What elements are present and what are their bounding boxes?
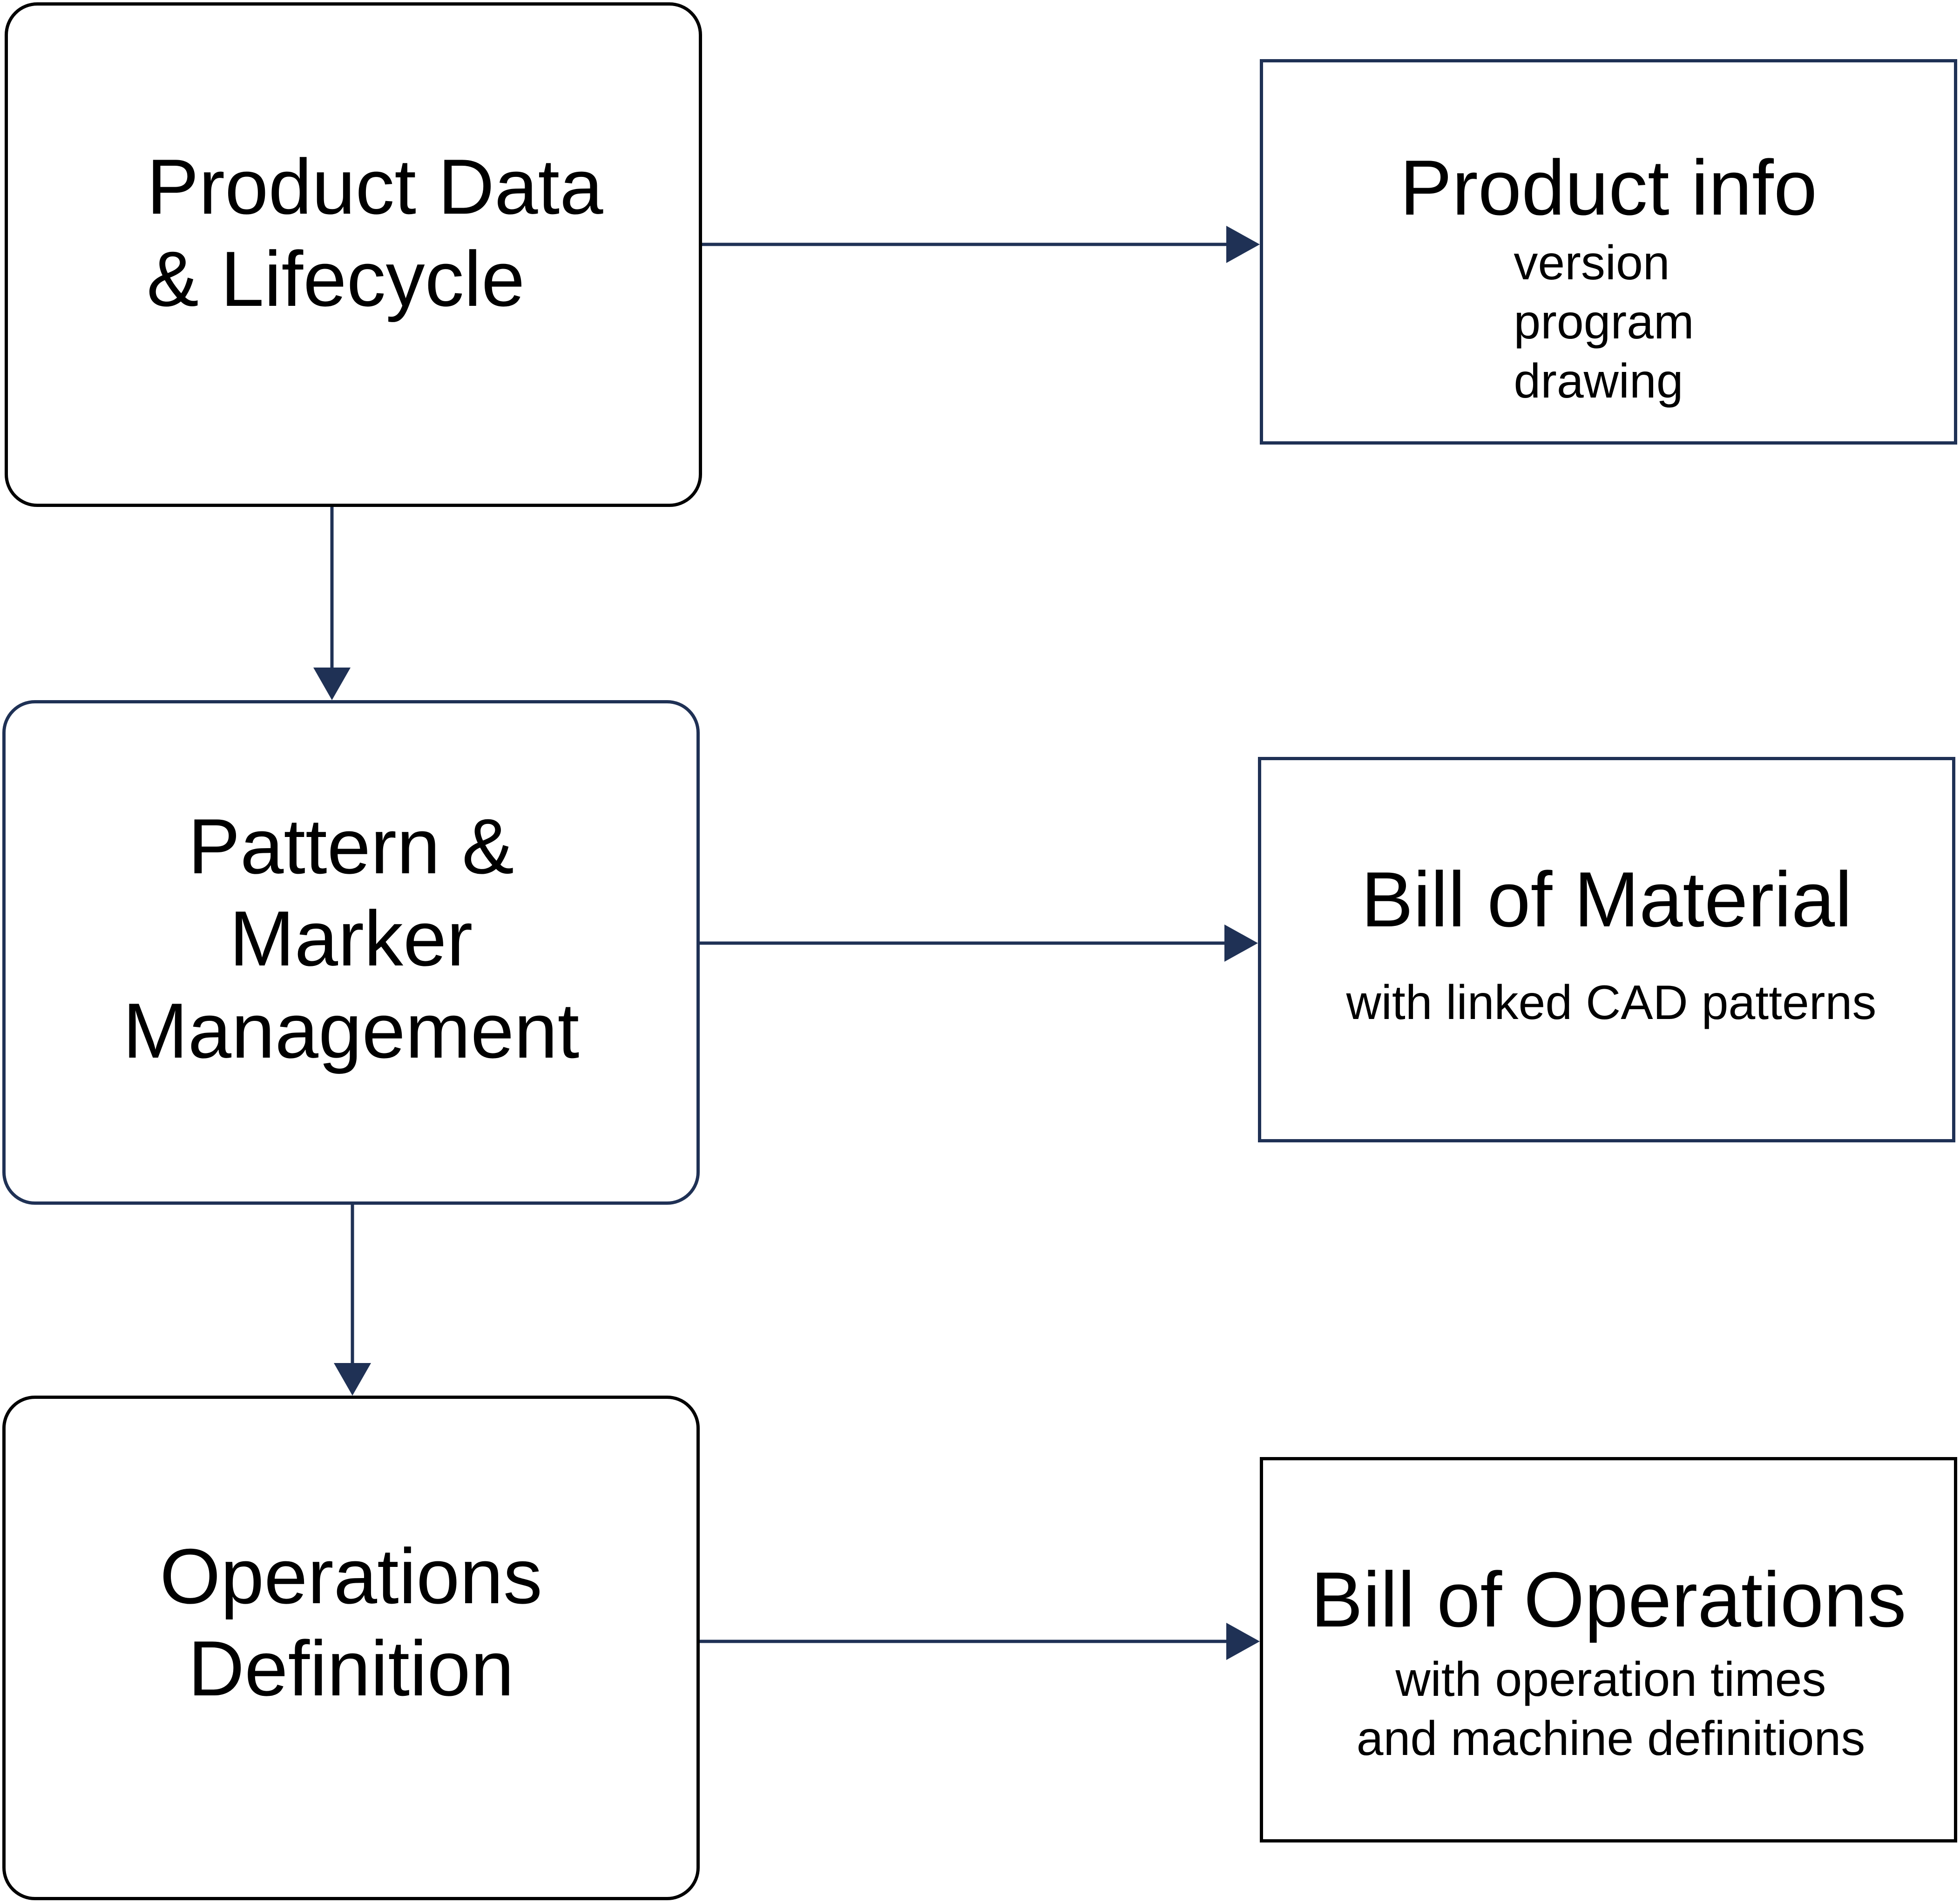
stage-label-line: Product Data [147,143,603,230]
arrowhead-icon [334,1363,371,1396]
output-details: with operation times and machine definit… [1357,1650,1865,1768]
arrowhead-icon [313,668,351,700]
stage-box-product-data: Product Data & Lifecycle [5,2,702,507]
arrow-product-data-to-product-info [702,226,1260,263]
stage-label-line: Pattern & [188,802,514,890]
stage-label: Operations Definition [160,1530,542,1714]
output-detail-line: and machine definitions [1356,1712,1865,1766]
stage-label-line: Operations [160,1532,542,1620]
output-title: Bill of Material [1361,856,1852,943]
output-box-product-info: Product info version program drawing [1260,59,1957,445]
output-details: with linked CAD patterns [1346,973,1877,1032]
stage-label: Product Data & Lifecycle [147,141,603,325]
stage-label-line: Definition [188,1625,514,1712]
stage-label-line: Marker [229,894,473,982]
stage-label-line: Management [122,987,580,1075]
output-detail-line: version [1514,236,1670,290]
output-title: Product info [1399,144,1818,231]
stage-box-operations: Operations Definition [2,1396,700,1900]
output-detail-line: program [1514,295,1694,350]
arrow-operations-to-boo [700,1623,1260,1660]
stage-box-pattern-marker: Pattern & Marker Management [2,700,700,1205]
arrow-pattern-to-operations [334,1205,371,1396]
output-detail-line: with operation times [1395,1653,1826,1707]
arrow-pattern-to-bom [700,925,1258,962]
output-detail-line: with linked CAD patterns [1346,976,1877,1030]
output-details: version program drawing [1514,234,1694,411]
arrowhead-icon [1224,925,1258,962]
arrowhead-icon [1226,226,1260,263]
output-title: Bill of Operations [1311,1556,1906,1643]
arrow-product-data-to-pattern [313,507,351,700]
stage-label-line: & Lifecycle [147,235,525,323]
output-detail-line: drawing [1514,354,1683,408]
arrowhead-icon [1226,1623,1260,1660]
output-box-bill-of-material: Bill of Material with linked CAD pattern… [1258,757,1955,1142]
output-box-bill-of-operations: Bill of Operations with operation times … [1260,1457,1957,1842]
stage-label: Pattern & Marker Management [123,800,580,1077]
